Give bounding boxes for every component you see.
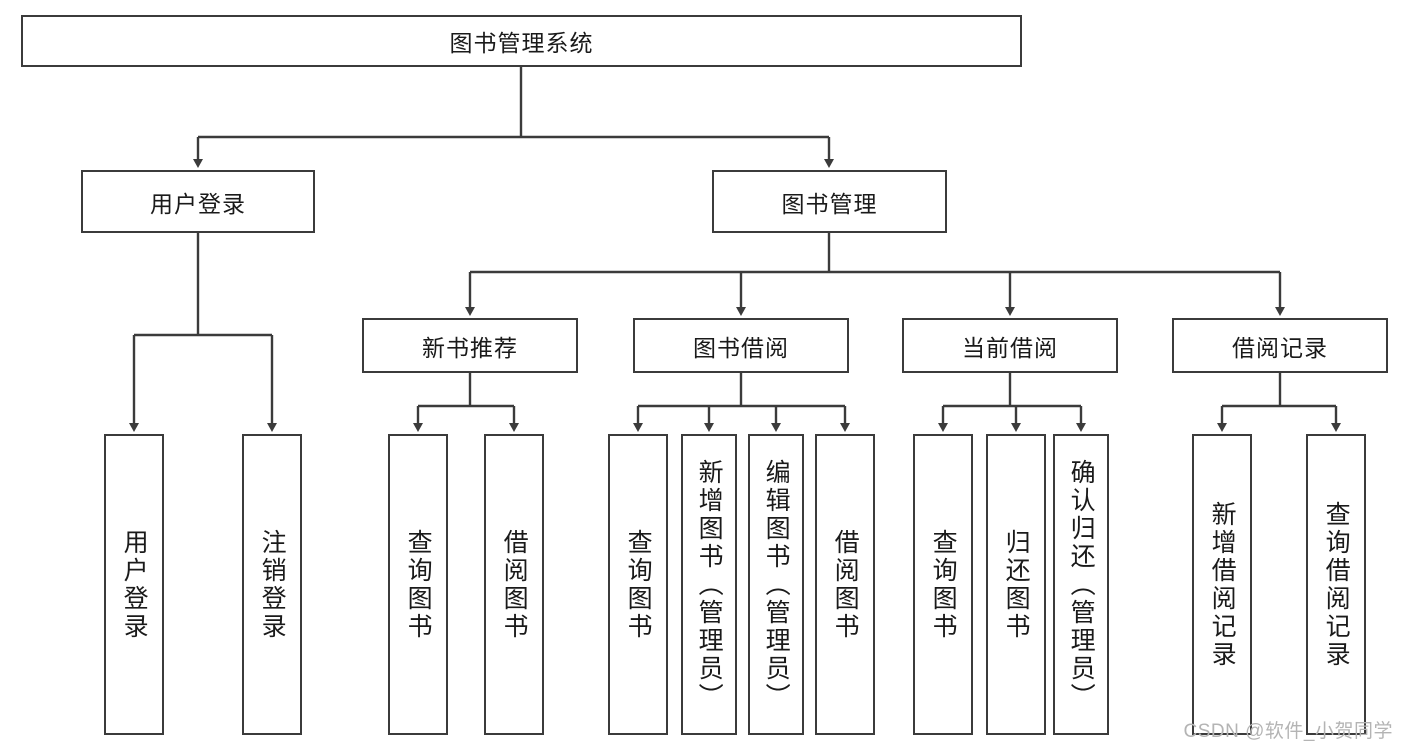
node-label: 新书推荐: [422, 334, 518, 361]
node-leaf-leaf-edit-book[interactable]: 编辑图书（管理员）: [748, 434, 804, 735]
node-label: 确认归还（管理员）: [1067, 458, 1096, 711]
node-label: 当前借阅: [962, 334, 1058, 361]
node-level3-current-borrow[interactable]: 当前借阅: [902, 318, 1118, 373]
node-leaf-leaf-query-book-1[interactable]: 查询图书: [388, 434, 448, 735]
node-label: 用户登录: [150, 190, 246, 217]
node-label: 编辑图书（管理员）: [762, 458, 791, 711]
node-label: 借阅记录: [1232, 334, 1328, 361]
node-leaf-leaf-logout[interactable]: 注销登录: [242, 434, 302, 735]
node-level2-book-management[interactable]: 图书管理: [712, 170, 947, 233]
node-label: 查询借阅记录: [1322, 500, 1351, 669]
node-label: 新增图书（管理员）: [695, 458, 724, 711]
node-label: 归还图书: [1002, 528, 1031, 641]
node-leaf-leaf-add-book[interactable]: 新增图书（管理员）: [681, 434, 737, 735]
node-label: 查询图书: [624, 528, 653, 641]
node-label: 借阅图书: [831, 528, 860, 641]
node-label: 注销登录: [258, 528, 287, 641]
node-leaf-leaf-borrow-book-2[interactable]: 借阅图书: [815, 434, 875, 735]
node-label: 查询图书: [404, 528, 433, 641]
node-leaf-leaf-query-book-2[interactable]: 查询图书: [608, 434, 668, 735]
node-level3-new-book-recommend[interactable]: 新书推荐: [362, 318, 578, 373]
watermark-text: CSDN @软件_小贺同学: [1183, 721, 1393, 742]
node-root-root[interactable]: 图书管理系统: [21, 15, 1022, 67]
node-label: 新增借阅记录: [1208, 500, 1237, 669]
node-label: 图书管理系统: [449, 30, 594, 56]
node-level3-borrow-records[interactable]: 借阅记录: [1172, 318, 1388, 373]
node-label: 查询图书: [929, 528, 958, 641]
node-leaf-leaf-borrow-book-1[interactable]: 借阅图书: [484, 434, 544, 735]
node-level2-user-login[interactable]: 用户登录: [81, 170, 315, 233]
node-label: 借阅图书: [500, 528, 529, 641]
node-label: 图书管理: [781, 190, 878, 217]
node-leaf-leaf-confirm-return[interactable]: 确认归还（管理员）: [1053, 434, 1109, 735]
node-leaf-leaf-query-borrow-record[interactable]: 查询借阅记录: [1306, 434, 1366, 735]
node-level3-book-borrow[interactable]: 图书借阅: [633, 318, 849, 373]
node-leaf-leaf-add-borrow-record[interactable]: 新增借阅记录: [1192, 434, 1252, 735]
node-label: 用户登录: [120, 528, 149, 641]
node-label: 图书借阅: [693, 334, 789, 361]
node-leaf-leaf-query-book-3[interactable]: 查询图书: [913, 434, 973, 735]
node-leaf-leaf-return-book[interactable]: 归还图书: [986, 434, 1046, 735]
node-leaf-leaf-user-login[interactable]: 用户登录: [104, 434, 164, 735]
